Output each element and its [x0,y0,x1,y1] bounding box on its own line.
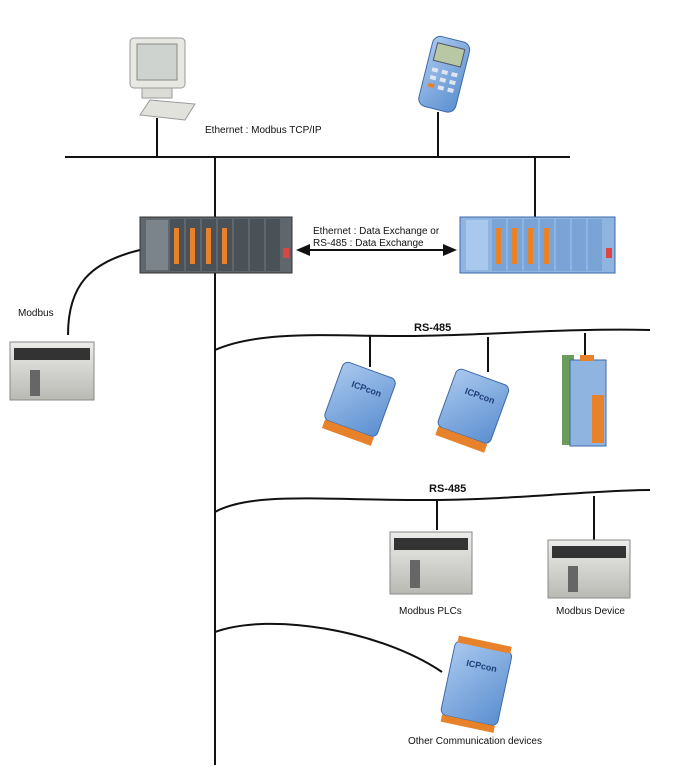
data-exchange-arrow [296,244,457,256]
converter-module-2: ICPcon [435,368,510,453]
rs485-top-label: RS-485 [414,322,451,334]
modbus-plcs-label: Modbus PLCs [399,606,462,617]
handheld-terminal-icon [418,35,471,113]
exchange-label-line1: Ethernet : Data Exchange or [313,226,440,237]
right-controller-rack [459,216,616,274]
other-devices-label: Other Communication devices [408,736,542,747]
exchange-label-line2: RS-485 : Data Exchange [313,238,424,249]
ethernet-bus-label: Ethernet : Modbus TCP/IP [205,125,322,136]
converter-module-3: ICPcon [440,635,513,733]
other-devices-link [214,622,443,673]
converter-module-1: ICPcon [321,361,396,446]
computer-icon [129,37,196,121]
plc-left [9,341,95,401]
rs485-bottom-label: RS-485 [429,483,466,495]
modbus-link-line [67,249,141,336]
modbus-label: Modbus [18,308,54,319]
left-controller-rack [139,216,293,274]
plc-modbus-1 [389,531,473,595]
rs485-bottom-bus [214,489,651,513]
io-module [562,355,607,447]
modbus-device-label: Modbus Device [556,606,625,617]
plc-modbus-device [547,539,631,599]
rs485-top-bus [214,328,651,351]
